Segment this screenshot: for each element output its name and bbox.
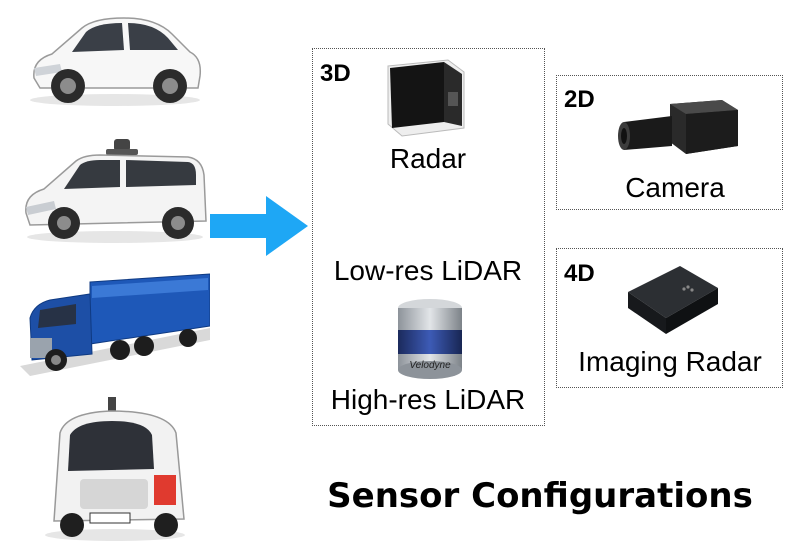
highres-lidar-label: High-res LiDAR xyxy=(330,384,526,415)
suv-icon xyxy=(30,17,202,106)
group-3d-box xyxy=(312,48,545,426)
group-2d-tag: 2D xyxy=(564,86,595,113)
lidar-sensor-icon: Velodyne xyxy=(398,299,462,379)
radar-sensor-icon xyxy=(387,59,465,137)
imaging-radar-label: Imaging Radar xyxy=(578,346,762,377)
diagram-title: Sensor Configurations xyxy=(327,476,753,516)
minivan-icon xyxy=(25,139,207,243)
right-arrow-icon xyxy=(210,196,308,256)
semi-truck-image xyxy=(20,268,210,378)
group-4d-tag: 4D xyxy=(564,260,595,287)
group-3d-tag: 3D xyxy=(320,60,351,87)
minivan-image xyxy=(20,135,210,245)
semi-truck-icon xyxy=(20,273,210,376)
imaging-radar-sensor-icon xyxy=(628,266,718,334)
camera-label: Camera xyxy=(625,172,725,203)
radar-label: Radar xyxy=(389,143,467,174)
delivery-pod-image xyxy=(20,395,210,545)
suv-image xyxy=(20,8,210,108)
lowres-lidar-label: Low-res LiDAR xyxy=(333,255,523,286)
group-2d-box xyxy=(556,75,783,210)
group-4d-box xyxy=(556,248,783,388)
velodyne-brand-text: Velodyne xyxy=(409,360,451,371)
delivery-pod-icon xyxy=(45,397,185,541)
camera-sensor-icon xyxy=(618,100,738,154)
arrow-shape xyxy=(210,196,308,256)
